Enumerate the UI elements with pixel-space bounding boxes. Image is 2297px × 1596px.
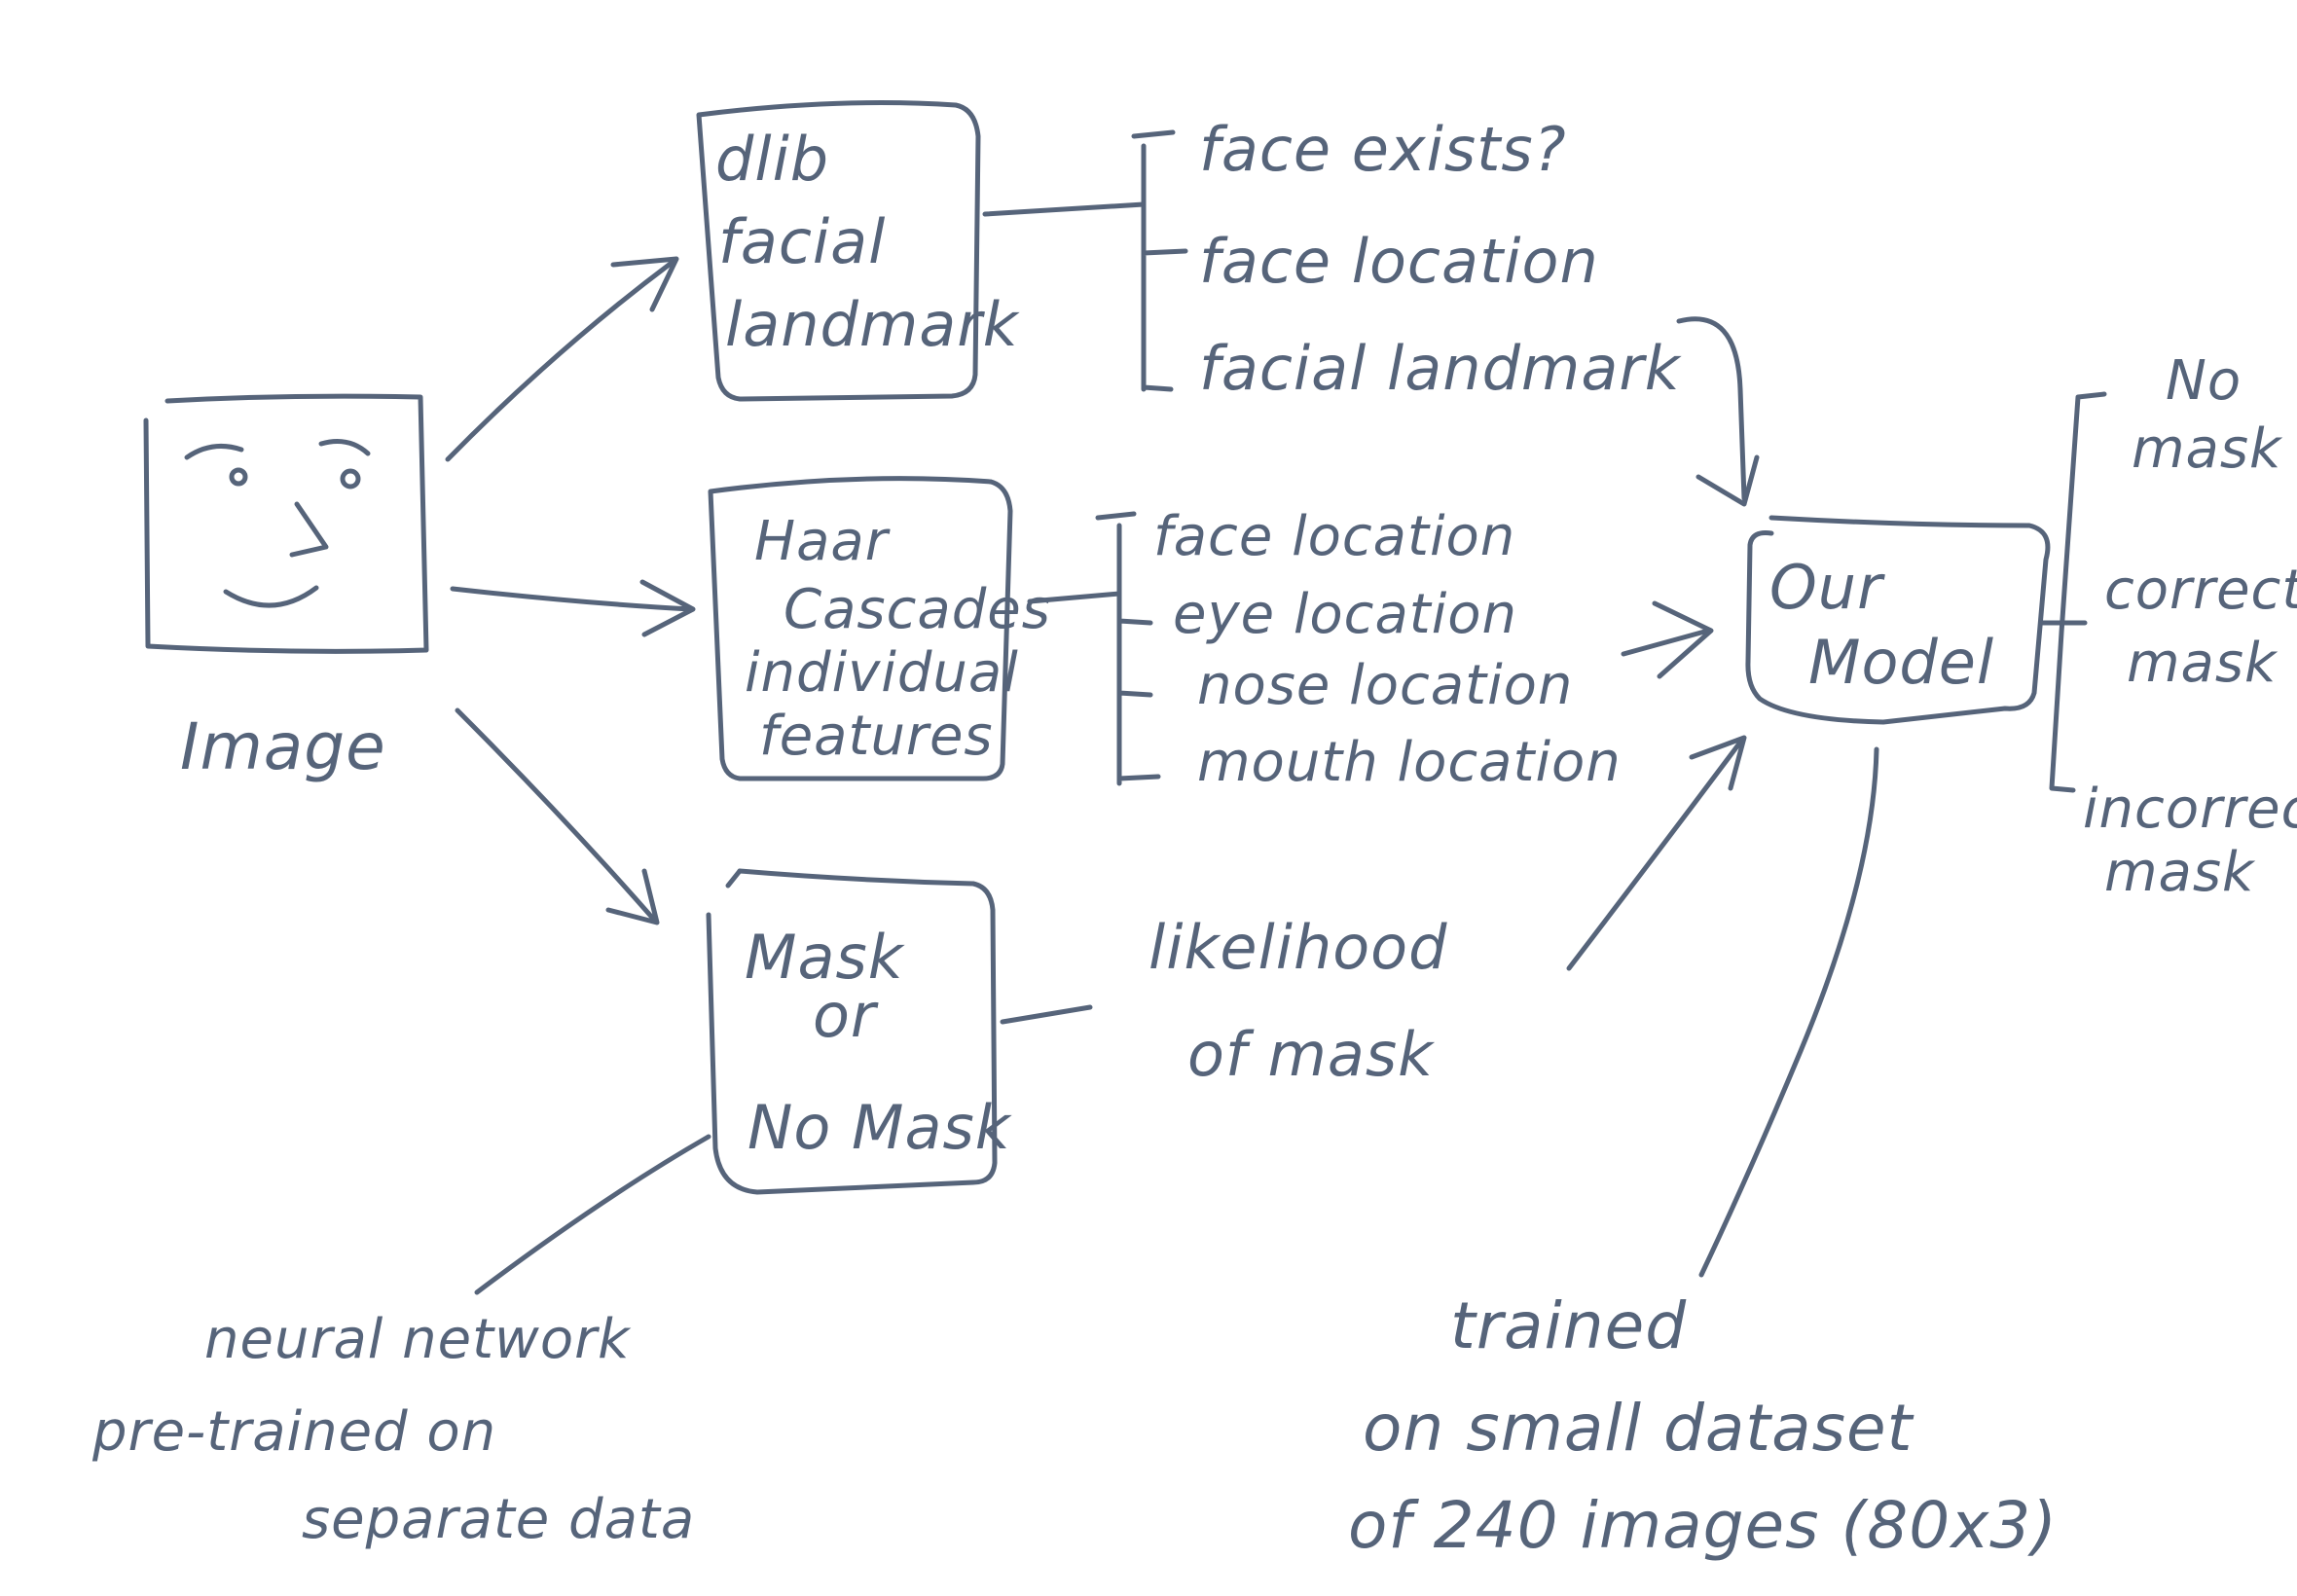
haar-node: Haar Cascades individual features (708, 476, 1070, 781)
dlib-label: dlib facial landmark (715, 124, 1020, 360)
image-to-dlib-arrow (445, 256, 679, 462)
dlib-output-item: face exists? (1199, 114, 1567, 185)
mask-connector (1000, 1004, 1093, 1025)
model-label: Our Model (1769, 552, 1994, 698)
haar-bracket (1095, 511, 1161, 786)
trained-pointer (1698, 746, 1879, 1278)
dlib-connector (982, 201, 1147, 217)
mask-output: likelihood of mask (1000, 912, 1468, 1090)
image-to-haar-arrow (450, 579, 696, 637)
haar-label: Haar Cascades individual features (745, 510, 1070, 768)
mask-node: Mask or No Mask (706, 868, 1012, 1195)
model-bracket (2049, 391, 2107, 793)
image-to-mask-arrow (455, 707, 660, 925)
mask-to-model-arrow (1566, 735, 1747, 971)
haar-output-item: nose location (1197, 654, 1573, 717)
trained-note-text: trained on small dataset of 240 images (… (1348, 1288, 2058, 1563)
mask-box (706, 868, 998, 1195)
dlib-outputs: face exists? face location facial landma… (982, 114, 1682, 404)
face-right-eyebrow (318, 439, 371, 456)
model-box (1745, 515, 2051, 725)
face-mouth (223, 585, 319, 608)
face-left-eyebrow (184, 443, 244, 460)
mask-label: Mask or No Mask (745, 922, 1012, 1163)
model-output-item: incorrect mask (2083, 778, 2297, 904)
image-node: Image (143, 393, 429, 784)
image-label: Image (180, 709, 386, 784)
haar-output-item: eye location (1173, 583, 1517, 646)
haar-to-model-arrow (1621, 600, 1714, 679)
haar-connector (1027, 591, 1122, 604)
model-node: Our Model (1745, 515, 2051, 725)
model-output-item: No mask (2132, 349, 2283, 481)
dlib-output-item: face location (1199, 226, 1599, 297)
face-nose (289, 501, 329, 558)
mask-output-label: likelihood of mask (1148, 912, 1468, 1090)
haar-box (708, 476, 1013, 781)
model-outputs: No mask correct mask incorrect mask (2039, 349, 2297, 904)
dlib-node: dlib facial landmark (696, 100, 1020, 402)
dlib-bracket (1131, 129, 1188, 392)
dlib-to-model-arrow (1676, 316, 1760, 507)
model-output-item: correct mask (2104, 559, 2297, 695)
dlib-output-item: facial landmark (1199, 333, 1682, 404)
haar-output-item: face location (1153, 505, 1515, 568)
face-right-eye (340, 468, 361, 490)
neural-network-pointer (474, 1134, 711, 1295)
neural-network-note: neural network pre-trained on separate d… (91, 1134, 711, 1551)
trained-note: trained on small dataset of 240 images (… (1348, 746, 2058, 1563)
image-box (143, 393, 429, 654)
haar-output-item: mouth location (1197, 731, 1622, 794)
dlib-box (696, 100, 981, 402)
face-left-eye (229, 467, 248, 487)
haar-outputs: face location eye location nose location… (1027, 505, 1622, 794)
image-to-mask-arrowhead (605, 868, 660, 925)
neural-network-note-text: neural network pre-trained on separate d… (91, 1308, 695, 1551)
